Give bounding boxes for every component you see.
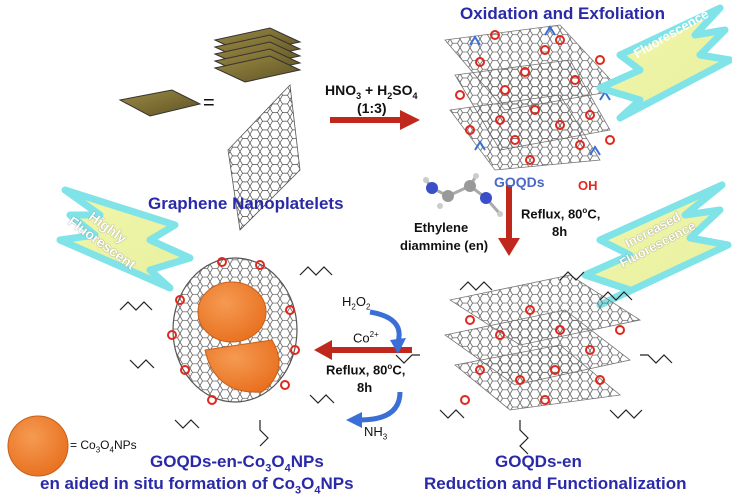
reagent-sub-3: 3	[356, 90, 362, 101]
goqds-label: GOQDs	[494, 174, 545, 190]
product-sub-4: 4	[284, 462, 291, 475]
reagent-so: SO	[392, 82, 413, 98]
ratio-text: (1:3)	[357, 100, 387, 116]
graphene-label: Graphene Nanoplatelets	[148, 194, 344, 214]
goqds-sheets-top	[444, 24, 621, 171]
arrow-oxidation	[330, 110, 420, 130]
reflux-1-b: C,	[587, 206, 601, 222]
insitu-b: O	[301, 474, 315, 493]
amine-chains-en	[395, 271, 673, 455]
product-sub-3: 3	[265, 462, 272, 475]
reflux-1-a: Reflux, 80	[521, 206, 583, 222]
reagent-sub-4: 4	[412, 90, 418, 101]
reflux-2-deg: o	[387, 362, 393, 371]
product-b: O	[271, 452, 285, 471]
amine-chains-product	[119, 266, 335, 447]
ethylene-label-a: Ethylene	[414, 220, 468, 235]
co-sup: 2+	[369, 330, 379, 339]
equals-text: =	[203, 92, 215, 114]
curved-arrow-icon	[369, 309, 402, 343]
oxidation-text: Oxidation and Exfoliation	[460, 4, 665, 23]
legend-sub-4: 4	[109, 445, 114, 455]
legend-sub-3: 3	[95, 445, 101, 455]
arrow-in-situ	[314, 340, 412, 360]
reagent-label: HNO3 + H2SO4	[325, 82, 417, 101]
ethylene-label-b: diammine (en)	[400, 238, 488, 253]
goqds-en-text: GOQDs-en	[495, 452, 582, 471]
reflux-2-b: C,	[392, 362, 406, 378]
graphene-text: Graphene Nanoplatelets	[148, 194, 344, 213]
reagent-plus-h: + H	[361, 82, 388, 98]
reflux-1-time-text: 8h	[552, 224, 568, 239]
legend-c: NPs	[113, 438, 137, 452]
goqds-en-sheets	[444, 274, 642, 411]
ratio-label: (1:3)	[357, 100, 387, 116]
product-label: GOQDs-en-Co3O4NPs	[150, 452, 324, 474]
nh3-label: NH3	[364, 424, 387, 442]
graphene-stack	[213, 27, 302, 83]
ethylene-b-text: diammine (en)	[400, 238, 489, 253]
legend-label: = Co3O4NPs	[70, 438, 137, 454]
curved-arrow-icon	[346, 412, 362, 428]
oh-text: OH	[578, 178, 598, 193]
lightning-bolt-icon	[56, 186, 194, 292]
reflux-2-label: Reflux, 80oC,	[326, 362, 405, 377]
arrow-functionalization	[498, 185, 520, 256]
reflux-2-time: 8h	[357, 380, 372, 395]
goqds-en-label: GOQDs-en	[495, 452, 582, 472]
legend-b: O	[100, 438, 110, 452]
goqds-text: GOQDs	[494, 174, 545, 190]
reduction-text: Reduction and Functionalization	[424, 474, 687, 493]
h2o2-sub-2: 2	[365, 302, 371, 312]
oh-label: OH	[578, 178, 598, 193]
nh3-a: NH	[364, 424, 383, 439]
reagent-hno: HNO	[325, 82, 357, 98]
equals-sign: =	[203, 92, 215, 115]
insitu-label: en aided in situ formation of Co3O4NPs	[40, 474, 354, 496]
reflux-2-a: Reflux, 80	[326, 362, 388, 378]
curved-arrow-icon	[359, 391, 403, 423]
reflux-1-time: 8h	[552, 224, 567, 239]
reflux-2-time-text: 8h	[357, 380, 373, 395]
insitu-sub-3: 3	[295, 484, 302, 497]
reflux-1-deg: o	[582, 206, 588, 215]
h2o2-a: H	[342, 294, 352, 309]
co-label: Co2+	[353, 330, 379, 345]
oxidation-title: Oxidation and Exfoliation	[460, 4, 665, 24]
insitu-c: NPs	[320, 474, 354, 493]
product-c: NPs	[290, 452, 324, 471]
oxygen-groups-product	[167, 257, 300, 405]
reflux-1-label: Reflux, 80oC,	[521, 206, 600, 221]
oxygen-groups-en	[460, 305, 625, 405]
oxygen-groups-top	[455, 30, 615, 165]
insitu-sub-4: 4	[314, 484, 321, 497]
graphene-single-plate	[118, 89, 202, 117]
h2o2-b: O	[355, 294, 366, 309]
curved-arrow-icon	[390, 338, 406, 354]
lightning-bolt-icon	[596, 4, 732, 122]
co-a: Co	[353, 330, 370, 346]
legend-a: = Co	[70, 438, 96, 452]
graphene-sheet-lattice	[227, 84, 301, 231]
nh3-sub: 3	[382, 432, 388, 442]
legend-co3o4-circle	[7, 415, 69, 477]
insitu-a: en aided in situ formation of Co	[40, 474, 295, 493]
h2o2-label: H2O2	[342, 294, 370, 312]
product-a: GOQDs-en-Co	[150, 452, 266, 471]
product-cluster	[172, 257, 298, 403]
carboxyl-blue-top	[469, 25, 611, 156]
reduction-label: Reduction and Functionalization	[424, 474, 687, 494]
ethylene-a-text: Ethylene	[414, 220, 469, 235]
reagent-sub-2: 2	[387, 90, 393, 101]
h2o2-sub: 2	[351, 302, 356, 312]
molecule-3d-icon	[423, 173, 503, 217]
